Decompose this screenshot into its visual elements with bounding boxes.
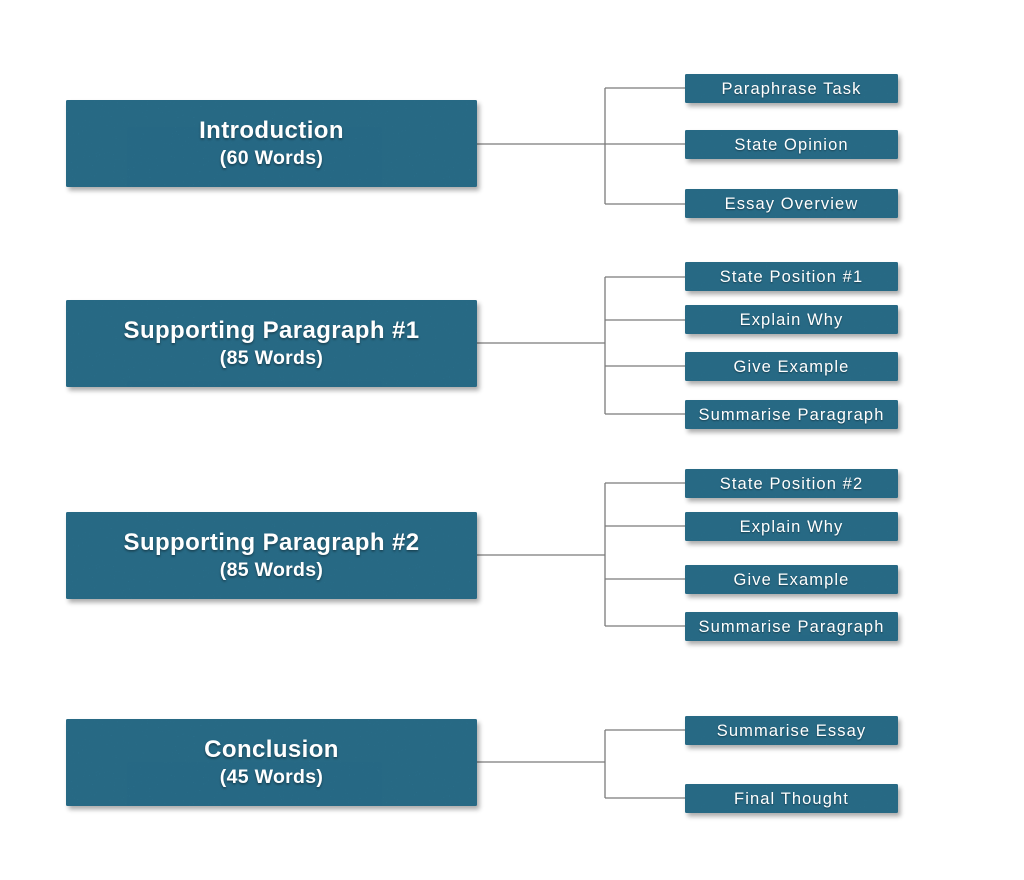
child-box-summarise-essay: Summarise Essay <box>685 716 898 745</box>
main-box-supporting-paragraph-1: Supporting Paragraph #1 (85 Words) <box>66 300 477 387</box>
child-box-label: State Position #2 <box>719 475 864 493</box>
child-box-give-example-1: Give Example <box>685 352 898 381</box>
child-box-final-thought: Final Thought <box>685 784 898 813</box>
connector-group-supporting-2 <box>477 482 685 627</box>
child-box-label: Summarise Paragraph <box>698 618 885 636</box>
child-box-label: Give Example <box>733 358 850 376</box>
main-box-conclusion: Conclusion (45 Words) <box>66 719 477 806</box>
child-box-explain-why-2: Explain Why <box>685 512 898 541</box>
connector-group-conclusion <box>477 729 685 799</box>
child-box-state-position-1: State Position #1 <box>685 262 898 291</box>
main-box-word-count: (85 Words) <box>219 558 324 581</box>
child-box-state-opinion: State Opinion <box>685 130 898 159</box>
child-box-label: State Opinion <box>734 136 849 154</box>
child-box-label: Summarise Essay <box>716 722 867 740</box>
connector-group-supporting-1 <box>477 276 685 415</box>
main-box-word-count: (45 Words) <box>219 765 324 788</box>
child-box-label: Explain Why <box>739 311 844 329</box>
child-box-give-example-2: Give Example <box>685 565 898 594</box>
child-box-label: Explain Why <box>739 518 844 536</box>
connector-group-introduction <box>477 87 685 205</box>
main-box-title: Conclusion <box>204 735 339 763</box>
child-box-label: Give Example <box>733 571 850 589</box>
main-box-title: Supporting Paragraph #2 <box>123 528 420 556</box>
child-box-summarise-paragraph-1: Summarise Paragraph <box>685 400 898 429</box>
main-box-word-count: (85 Words) <box>219 346 324 369</box>
child-box-label: Essay Overview <box>724 195 859 213</box>
child-box-label: Final Thought <box>734 790 849 808</box>
child-box-paraphrase-task: Paraphrase Task <box>685 74 898 103</box>
child-box-explain-why-1: Explain Why <box>685 305 898 334</box>
child-box-essay-overview: Essay Overview <box>685 189 898 218</box>
main-box-title: Introduction <box>199 116 344 144</box>
child-box-summarise-paragraph-2: Summarise Paragraph <box>685 612 898 641</box>
child-box-label: Paraphrase Task <box>721 80 862 98</box>
child-box-state-position-2: State Position #2 <box>685 469 898 498</box>
child-box-label: State Position #1 <box>719 268 864 286</box>
main-box-word-count: (60 Words) <box>219 146 324 169</box>
main-box-title: Supporting Paragraph #1 <box>123 316 420 344</box>
child-box-label: Summarise Paragraph <box>698 406 885 424</box>
main-box-introduction: Introduction (60 Words) <box>66 100 477 187</box>
main-box-supporting-paragraph-2: Supporting Paragraph #2 (85 Words) <box>66 512 477 599</box>
